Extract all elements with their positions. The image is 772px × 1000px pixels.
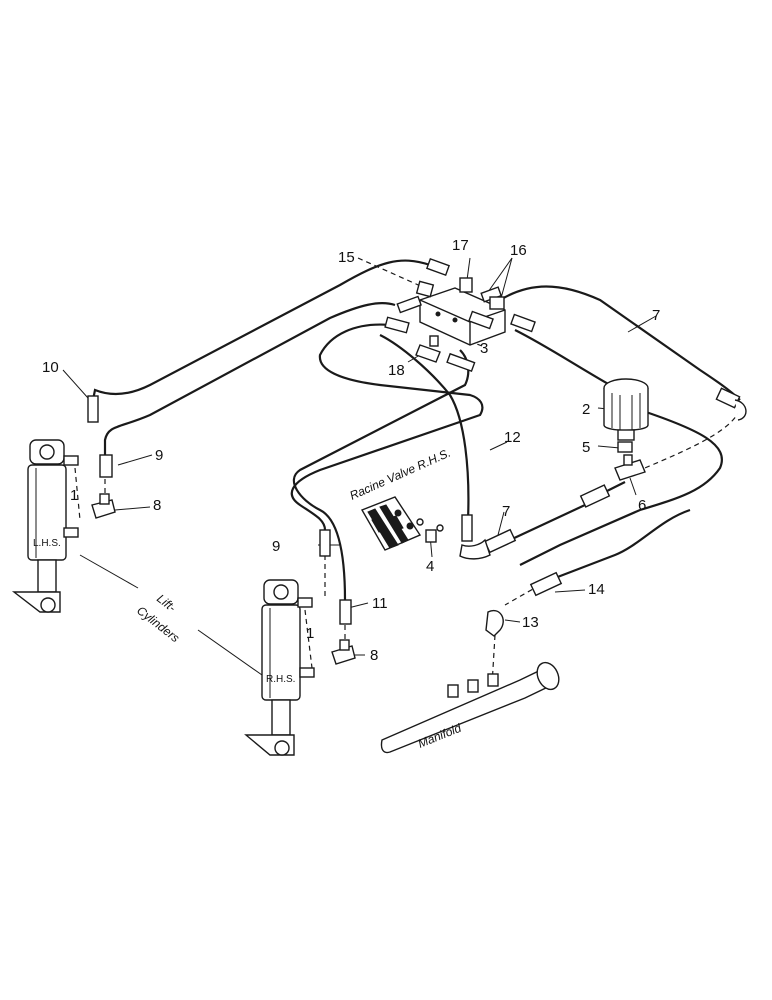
coupling-7 [459, 484, 611, 560]
rhs-label: R.H.S. [266, 674, 295, 685]
callout-6: 6 [638, 497, 646, 514]
callout-7-top: 7 [652, 307, 660, 324]
callout-13: 13 [522, 614, 539, 631]
lift-cylinders-label-line1: Lift- [154, 591, 178, 614]
coupling-14 [529, 571, 563, 597]
hose-7-lower-b [604, 481, 626, 493]
callout-10: 10 [42, 359, 59, 376]
callout-9-rhs: 9 [272, 538, 280, 555]
hose-12 [379, 334, 470, 521]
hose-9-rhs [290, 323, 484, 531]
callout-5: 5 [582, 439, 590, 456]
pump [603, 378, 649, 441]
manifold [380, 609, 560, 754]
hose-right-loop [519, 408, 723, 566]
callout-17: 17 [452, 237, 469, 254]
rhs-cylinder [244, 529, 356, 756]
callout-12: 12 [504, 429, 521, 446]
hose-7-lower [509, 504, 586, 541]
callout-4: 4 [426, 558, 434, 575]
callout-3: 3 [480, 340, 488, 357]
hose-14 [554, 508, 691, 580]
callout-18: 18 [388, 362, 405, 379]
callout-8-rhs: 8 [370, 647, 378, 664]
callout-11: 11 [372, 595, 388, 612]
lhs-cylinder [11, 395, 116, 613]
callout-7-lower: 7 [502, 503, 510, 520]
lhs-label: L.H.S. [33, 538, 61, 549]
callout-2: 2 [582, 401, 590, 418]
hose-10 [91, 259, 431, 401]
hose-lines [91, 259, 741, 601]
callout-16: 16 [510, 242, 527, 259]
text-labels: L.H.S. R.H.S. Lift- Cylinders Racine Val… [33, 446, 463, 751]
callout-1-lhs: 1 [70, 487, 78, 504]
callout-1-rhs: 1 [306, 625, 314, 642]
callout-8-lhs: 8 [153, 497, 161, 514]
callout-9-lhs: 9 [155, 447, 163, 464]
fittings-5-6 [614, 441, 646, 481]
callout-numbers: 15 17 16 7 3 18 10 2 5 12 9 1 8 6 7 9 4 … [42, 237, 660, 664]
right-elbow [715, 387, 747, 421]
top-fittings [384, 257, 536, 373]
hose-11 [292, 349, 470, 601]
callout-15: 15 [338, 249, 355, 266]
callout-14: 14 [588, 581, 605, 598]
hose-pump [514, 329, 611, 386]
racine-valve [360, 496, 473, 551]
hose-7-upper [499, 285, 741, 401]
lift-cylinders-label-line2: Cylinders [134, 603, 182, 645]
hose-9-lhs [103, 302, 396, 455]
